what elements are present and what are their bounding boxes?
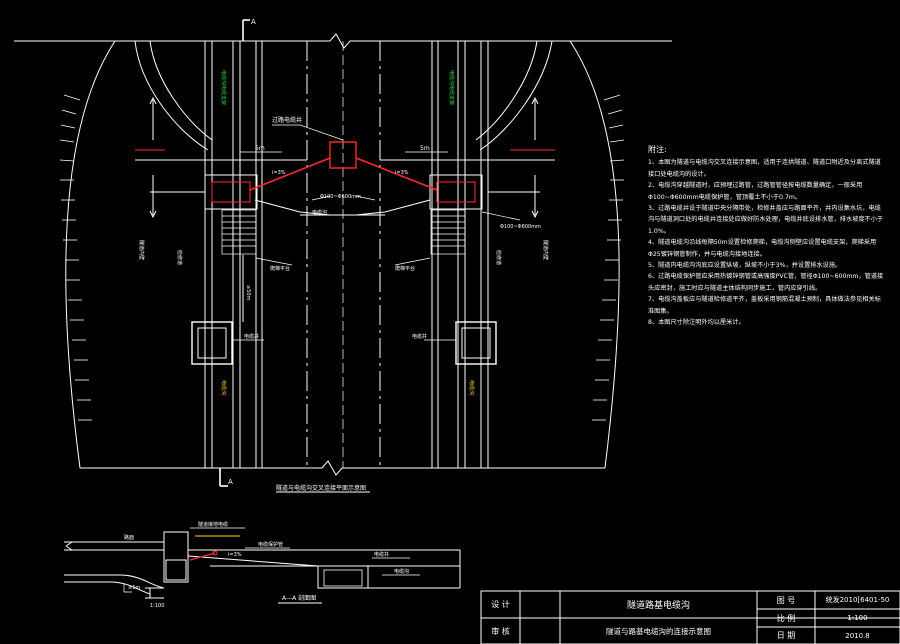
cable-trench-left-lines [204, 41, 263, 468]
svg-text:电缆沟电缆支架: 电缆沟电缆支架 [448, 70, 455, 105]
section-view [64, 527, 461, 604]
section-accent-red [189, 552, 216, 561]
section-top-label: 隧道接地电缆 [198, 521, 228, 528]
trench-vertical-labels: 电缆沟电缆支架 电缆沟电缆支架 电缆沟 电缆沟 [220, 70, 475, 395]
cable-well-right-inner [461, 327, 491, 359]
label-span-right: 5m [420, 145, 430, 152]
label-manhole-top: 过路电缆井 [272, 116, 302, 124]
note-item: 4、隧道电缆沟沿线每隔50m设置检修爬梯，电缆沟侧壁应设置电缆支架，爬梯采用Φ2… [648, 239, 877, 258]
note-item: 5、隧道内电缆沟沟底应设置纵坡，纵坡不小于3%，并设置排水设施。 [648, 262, 842, 270]
label-pipe-left: Φ100~Φ600mm [320, 194, 361, 200]
junction-box-right [429, 174, 483, 210]
cable-run-left [249, 157, 331, 191]
label-slope-right: i=3% [395, 170, 409, 176]
notes-panel: 附注: 1、本图为隧道与电缆沟交叉连接示意图，适用于连拱隧道、隧道口附近及分离式… [648, 144, 884, 329]
cable-run-right [355, 157, 438, 191]
label-well-left: 电缆井 [244, 333, 259, 340]
svg-text:电缆沟: 电缆沟 [220, 380, 227, 395]
label-cable-trench-left: 电缆沟 [312, 209, 327, 216]
tb-drawing-name: 隧道路基电缆沟 [626, 601, 690, 611]
label-slope-left: i=3% [272, 170, 286, 176]
break-top [329, 33, 355, 49]
notes-title: 附注: [648, 145, 667, 154]
junction-box-left [204, 174, 258, 210]
slope-hatch-right [592, 94, 625, 421]
section-dim2: 1:100 [150, 603, 164, 609]
arch-right-inner [475, 40, 538, 141]
cable-well-right [455, 321, 497, 365]
arch-left-inner [149, 40, 213, 141]
label-ladder-right: 爬梯平台 [395, 265, 415, 272]
tb-review-label: 审 核 [491, 626, 510, 636]
junction-box-right-inner [436, 181, 476, 203]
note-item: 7、电缆沟盖板应与隧道检修道平齐，盖板采用钢筋混凝土预制，具体做法参见相关标准图… [648, 296, 881, 315]
note-item: 3、过路电缆井设于隧道中央分隔带处，检修井盖应与路面平齐，井内设集水坑，电缆沟与… [648, 205, 884, 235]
note-item: 6、过路电缆保护管应采用热镀锌钢管或高强度PVC管，管径Φ100~600mm，管… [648, 273, 884, 292]
tunnel-outline-left [14, 40, 116, 469]
tb-no-label: 图 号 [776, 595, 796, 605]
plan-title: 隧道与电缆沟交叉连接平面示意图 [276, 484, 366, 492]
label-span-left: 5m [255, 145, 265, 152]
label-tunnel-right: 隧道内壁 [542, 240, 549, 260]
label-pipe-right: Φ100~Φ600mm [500, 224, 541, 230]
direction-arrows [149, 96, 539, 219]
marker-top: A [251, 18, 256, 26]
section-trench: 电缆沟 [394, 568, 409, 575]
svg-text:电缆沟电缆支架: 电缆沟电缆支架 [220, 70, 227, 105]
slope-hatch-left [59, 94, 92, 421]
label-side-left: 检修道 [176, 250, 183, 265]
label-ladder-left: 爬梯平台 [270, 265, 290, 272]
label-dim-vertical: ≥50m [245, 285, 251, 301]
svg-text:电缆沟: 电缆沟 [468, 380, 475, 395]
section-accent-dot [212, 550, 218, 556]
note-item: 8、本图尺寸除注明外均以厘米计。 [648, 319, 745, 327]
tb-date-label: 日 期 [776, 631, 796, 640]
note-item: 1、本图为隧道与电缆沟交叉连接示意图，适用于连拱隧道、隧道口附近及分离式隧道接口… [648, 159, 881, 178]
tunnel-outline-right [569, 40, 672, 469]
tb-date-value: 2010.8 [845, 631, 870, 640]
tb-drawing-subtitle: 隧道与路基电缆沟的连接示意图 [606, 626, 711, 636]
center-manhole [329, 141, 357, 169]
section-slope: i=3% [228, 552, 242, 558]
cable-trench-right-lines [431, 41, 489, 468]
title-block-frame [480, 590, 900, 644]
arch-left [134, 40, 209, 151]
label-well-right: 电缆井 [412, 333, 427, 340]
section-dim1: ≥1m [128, 585, 140, 591]
ladder-left [221, 209, 257, 255]
tb-design-label: 设 计 [491, 600, 510, 609]
cable-well-left [191, 321, 233, 365]
tb-no-value: 统发2010[6401-50 [825, 596, 890, 604]
leader-lines [232, 124, 521, 341]
tb-scale-label: 比 例 [776, 613, 796, 623]
label-side-right: 检修道 [495, 250, 502, 265]
marker-bottom: A [228, 478, 233, 486]
cable-well-left-inner [197, 327, 227, 359]
ladder-right [430, 209, 466, 255]
section-title: A—A 剖面图 [282, 594, 316, 602]
pipe-outline-left [254, 199, 331, 216]
section-well: 电缆井 [374, 551, 389, 558]
label-tunnel-left: 隧道内壁 [138, 240, 145, 260]
section-road: 路面 [124, 534, 134, 541]
tb-scale-value: 1:100 [847, 614, 868, 622]
note-item: 2、电缆沟穿越隧道时，应预埋过路管，过路管管径按电缆数量确定，一般采用Φ100~… [648, 182, 863, 201]
break-bottom [321, 460, 348, 476]
arch-right [479, 40, 553, 151]
title-block: 设 计 审 核 隧道路基电缆沟 隧道与路基电缆沟的连接示意图 图 号 统发201… [481, 591, 900, 644]
section-pipe: 电缆保护管 [258, 541, 283, 548]
junction-box-left-inner [211, 181, 251, 203]
pipe-outline-right [355, 199, 431, 216]
